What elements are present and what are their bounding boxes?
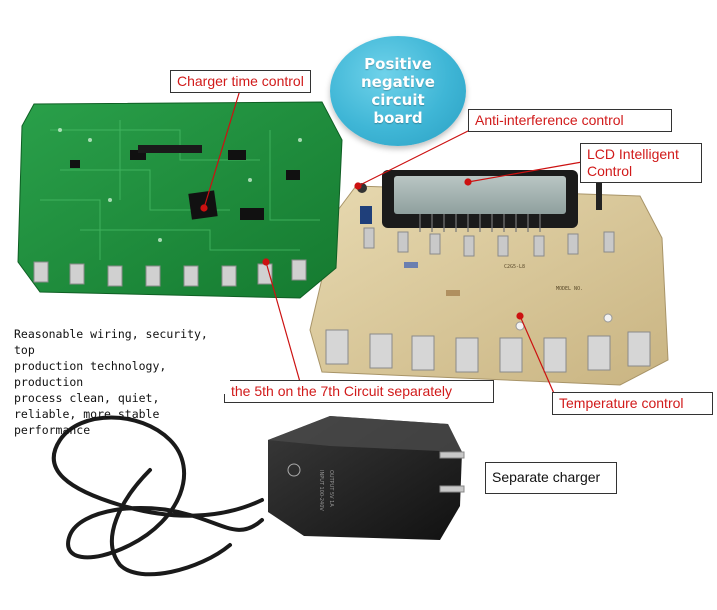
tan-circuit-board: C2G5-L8 MODEL NO. <box>309 170 669 386</box>
svg-text:C2G5-L8: C2G5-L8 <box>504 264 525 270</box>
callout-anti-interference: Anti-interference control <box>468 109 672 132</box>
callout-charger-time: Charger time control <box>170 70 311 93</box>
callout-separate-charger: Separate charger <box>485 462 617 494</box>
svg-text:INPUT 100-240V: INPUT 100-240V <box>318 470 324 511</box>
svg-text:MODEL NO.: MODEL NO. <box>556 286 583 292</box>
svg-text:OUTPUT 5V 1A: OUTPUT 5V 1A <box>328 470 334 507</box>
callout-circuit-separately: the 5th on the 7th Circuit separately <box>224 380 494 403</box>
green-circuit-board <box>17 101 343 299</box>
adapter-cable <box>51 415 264 577</box>
title-bubble-text: Positive negative circuit board <box>361 55 435 127</box>
leader-lines <box>200 89 583 399</box>
description-text: Reasonable wiring, security, top product… <box>8 322 230 437</box>
callout-lcd-control: LCD Intelligent Control <box>580 143 702 183</box>
charger-adapter: INPUT 100-240V OUTPUT 5V 1A <box>268 416 465 540</box>
title-bubble: Positive negative circuit board <box>330 36 466 146</box>
callout-temperature: Temperature control <box>552 392 713 415</box>
